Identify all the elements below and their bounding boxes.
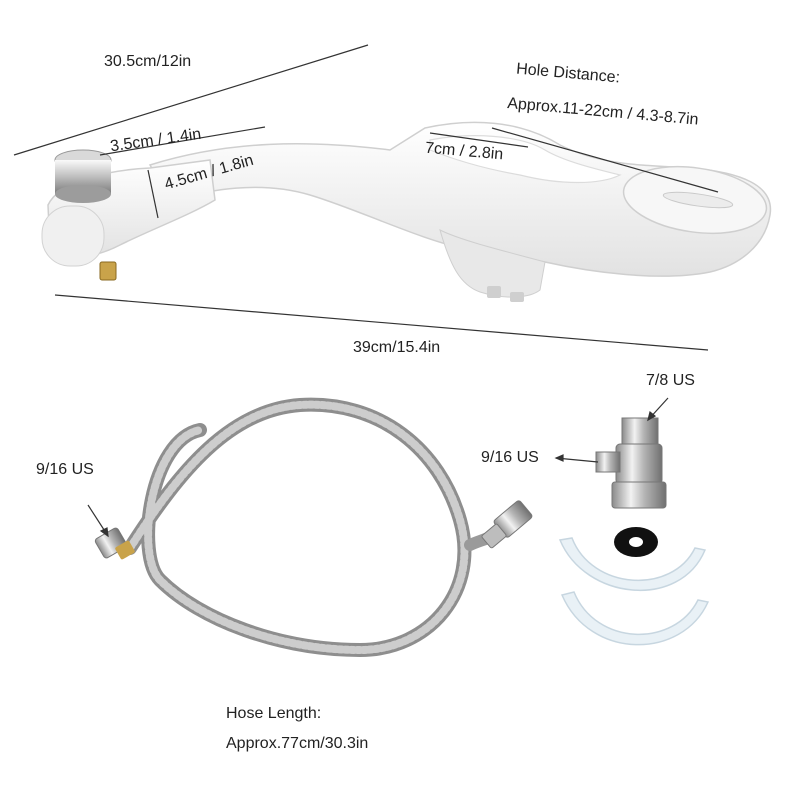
t-adapter [595, 417, 667, 509]
hose-fitting-left [94, 527, 135, 560]
label-tee-top-thread: 7/8 US [646, 372, 695, 389]
dim-line-length-total [54, 294, 709, 351]
braided-hose [94, 397, 533, 658]
gasket [614, 527, 658, 557]
dim-line-hole-distance [491, 127, 719, 193]
dim-line-width-total [13, 44, 369, 156]
label-tee-side-thread: 9/16 US [481, 449, 539, 466]
plastic-shim-1 [558, 537, 707, 591]
label-length-total: 39cm/15.4in [353, 339, 441, 356]
hose-fitting-right [481, 500, 533, 549]
bidet-mounting-plate [148, 121, 772, 277]
dim-line-body-height [147, 169, 159, 219]
brass-inlet [99, 261, 117, 281]
label-hose-length-title: Hose Length: [226, 705, 322, 722]
nozzle-tip [487, 286, 501, 298]
dimension-lines [13, 44, 719, 351]
mounting-hole-slot [662, 191, 734, 209]
t-adapter-side-thread [595, 451, 621, 473]
label-hose-length-value: Approx.77cm/30.3in [226, 735, 369, 752]
dim-line-knob-width [99, 126, 266, 156]
label-width-total: 30.5cm/12in [104, 53, 192, 70]
control-knob-base [55, 185, 111, 203]
t-adapter-body [615, 443, 663, 485]
thread-arrows [87, 397, 669, 538]
valve-cylinder [41, 205, 105, 267]
bidet-attachment [41, 121, 772, 302]
label-hose-end-thread: 9/16 US [36, 461, 94, 478]
hose-loop-inner [126, 400, 469, 655]
t-adapter-top-thread [621, 417, 659, 447]
dim-line-slot-width [429, 132, 529, 148]
nozzle-housing [439, 229, 546, 298]
nozzle-tip-2 [510, 292, 524, 302]
t-adapter-nut [611, 481, 667, 509]
mounting-slot [429, 135, 622, 184]
plastic-shim-2 [560, 591, 710, 646]
